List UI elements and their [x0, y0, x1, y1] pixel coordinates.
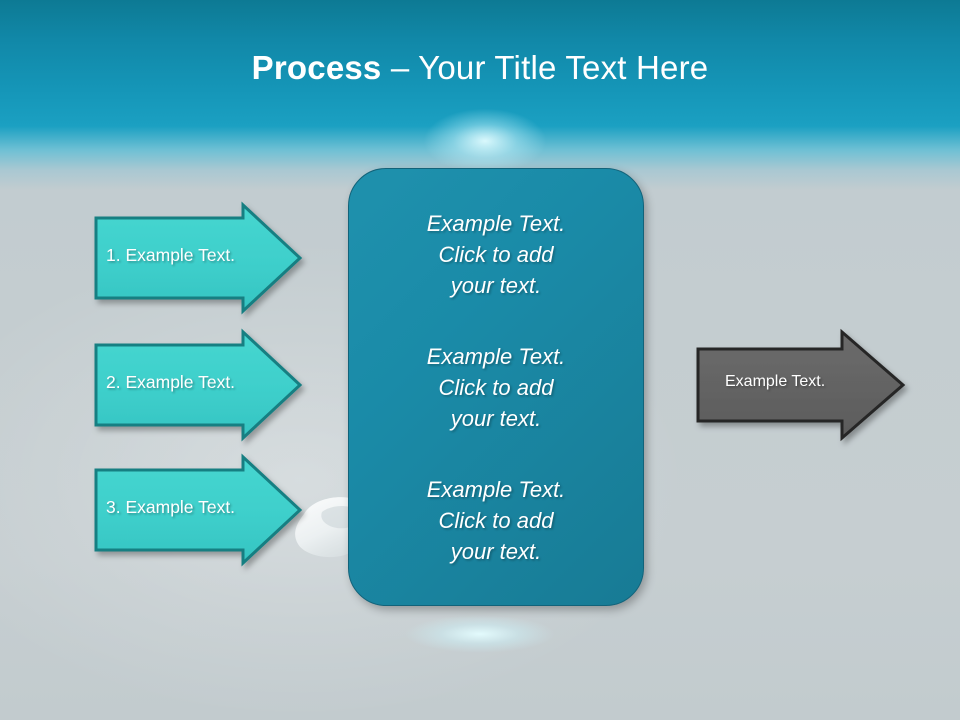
- center-paragraph-2: Example Text. Click to add your text.: [426, 343, 566, 431]
- process-arrow-1[interactable]: 1. Example Text.: [88, 198, 306, 318]
- center-content-box[interactable]: Example Text. Click to add your text. Ex…: [348, 168, 644, 606]
- process-arrow-3[interactable]: 3. Example Text.: [88, 450, 306, 570]
- title-strong: Process: [251, 49, 382, 86]
- process-arrow-2[interactable]: 2. Example Text.: [88, 325, 306, 445]
- slide-title: Process – Your Title Text Here: [0, 48, 960, 88]
- title-rest: – Your Title Text Here: [381, 49, 709, 86]
- center-paragraph-1: Example Text. Click to add your text.: [426, 210, 566, 298]
- result-arrow[interactable]: Example Text.: [690, 322, 912, 450]
- center-paragraph-3: Example Text. Click to add your text.: [426, 476, 566, 564]
